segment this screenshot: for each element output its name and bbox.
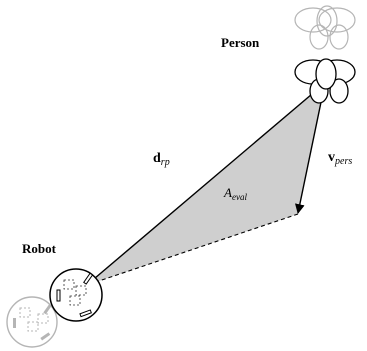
robot-label: Robot xyxy=(22,241,57,256)
person-label: Person xyxy=(221,35,260,50)
person-ghost-icon xyxy=(294,5,356,50)
robot-topdown-icon xyxy=(49,268,103,322)
d-rp-arrow xyxy=(87,82,326,285)
a-eval-label: Aeval xyxy=(223,185,247,202)
dashed-edge xyxy=(86,213,299,286)
person-topdown-icon xyxy=(294,58,356,104)
robot-ghost-icon xyxy=(6,296,58,348)
v-pers-arrow xyxy=(294,82,326,214)
v-pers-label: vpers xyxy=(328,150,352,167)
d-rp-label: drp xyxy=(153,151,170,168)
